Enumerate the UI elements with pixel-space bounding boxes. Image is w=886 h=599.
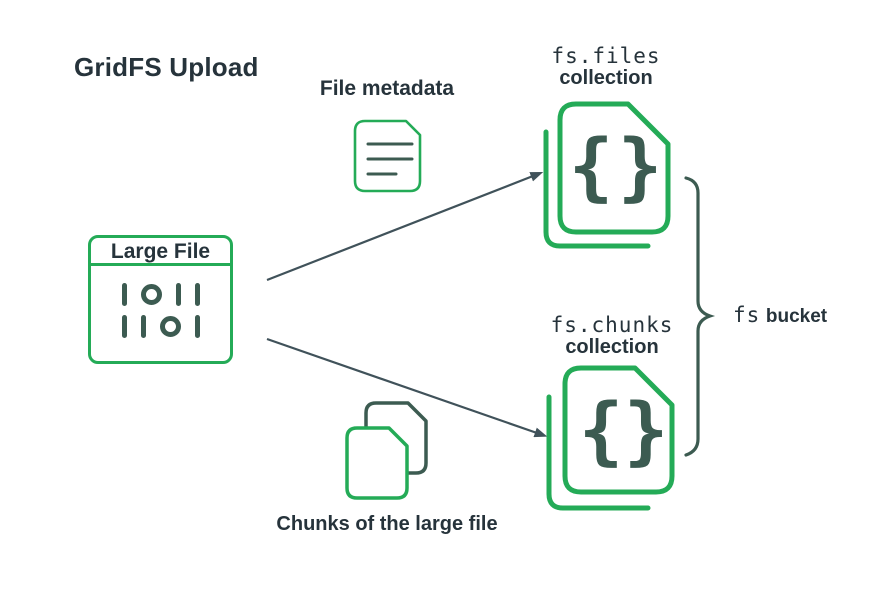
binary-one-glyph (194, 315, 200, 338)
files-collection-icon: { } (543, 101, 671, 249)
stacked-page-line (546, 394, 651, 511)
binary-zero-glyph (159, 316, 181, 337)
files-collection-sublabel: collection (559, 67, 653, 89)
binary-one-glyph (194, 283, 200, 306)
json-document-outline (562, 365, 675, 495)
page-title: GridFS Upload (74, 52, 259, 82)
binary-zero-glyph (140, 284, 162, 305)
binary-row (121, 315, 200, 338)
binary-row (121, 283, 200, 306)
chunks-caption: Chunks of the large file (276, 513, 498, 535)
document-outline (353, 119, 422, 193)
binary-content (91, 266, 230, 338)
binary-one-glyph (121, 315, 127, 338)
json-brace-close-icon: } (624, 388, 669, 474)
chunks-collection-icon: { } (546, 365, 675, 511)
bucket-prefix: fs (733, 303, 761, 327)
front-document-outline (345, 426, 409, 500)
binary-one-glyph (121, 283, 127, 306)
json-document-outline (557, 101, 671, 235)
files-collection-name: fs.files (551, 44, 661, 68)
chunks-documents-icon (345, 401, 428, 500)
json-brace-open-icon: { (579, 388, 624, 474)
chunks-collection-label: fs.chunks collection (526, 314, 698, 358)
file-metadata-label: File metadata (319, 77, 455, 100)
bucket-label: fs bucket (733, 303, 827, 328)
large-file-title: Large File (91, 238, 230, 266)
bucket-word: bucket (765, 306, 828, 327)
files-collection-label: fs.files collection (520, 45, 692, 89)
chunks-collection-name: fs.chunks (550, 313, 674, 337)
chunks-collection-sublabel: collection (565, 336, 659, 358)
stacked-page-line (543, 129, 651, 249)
json-brace-open-icon: { (569, 124, 614, 210)
binary-one-glyph (175, 283, 181, 306)
binary-one-glyph (140, 315, 146, 338)
metadata-document-icon (353, 119, 422, 193)
large-file-box: Large File (88, 235, 233, 364)
json-brace-close-icon: } (618, 124, 663, 210)
